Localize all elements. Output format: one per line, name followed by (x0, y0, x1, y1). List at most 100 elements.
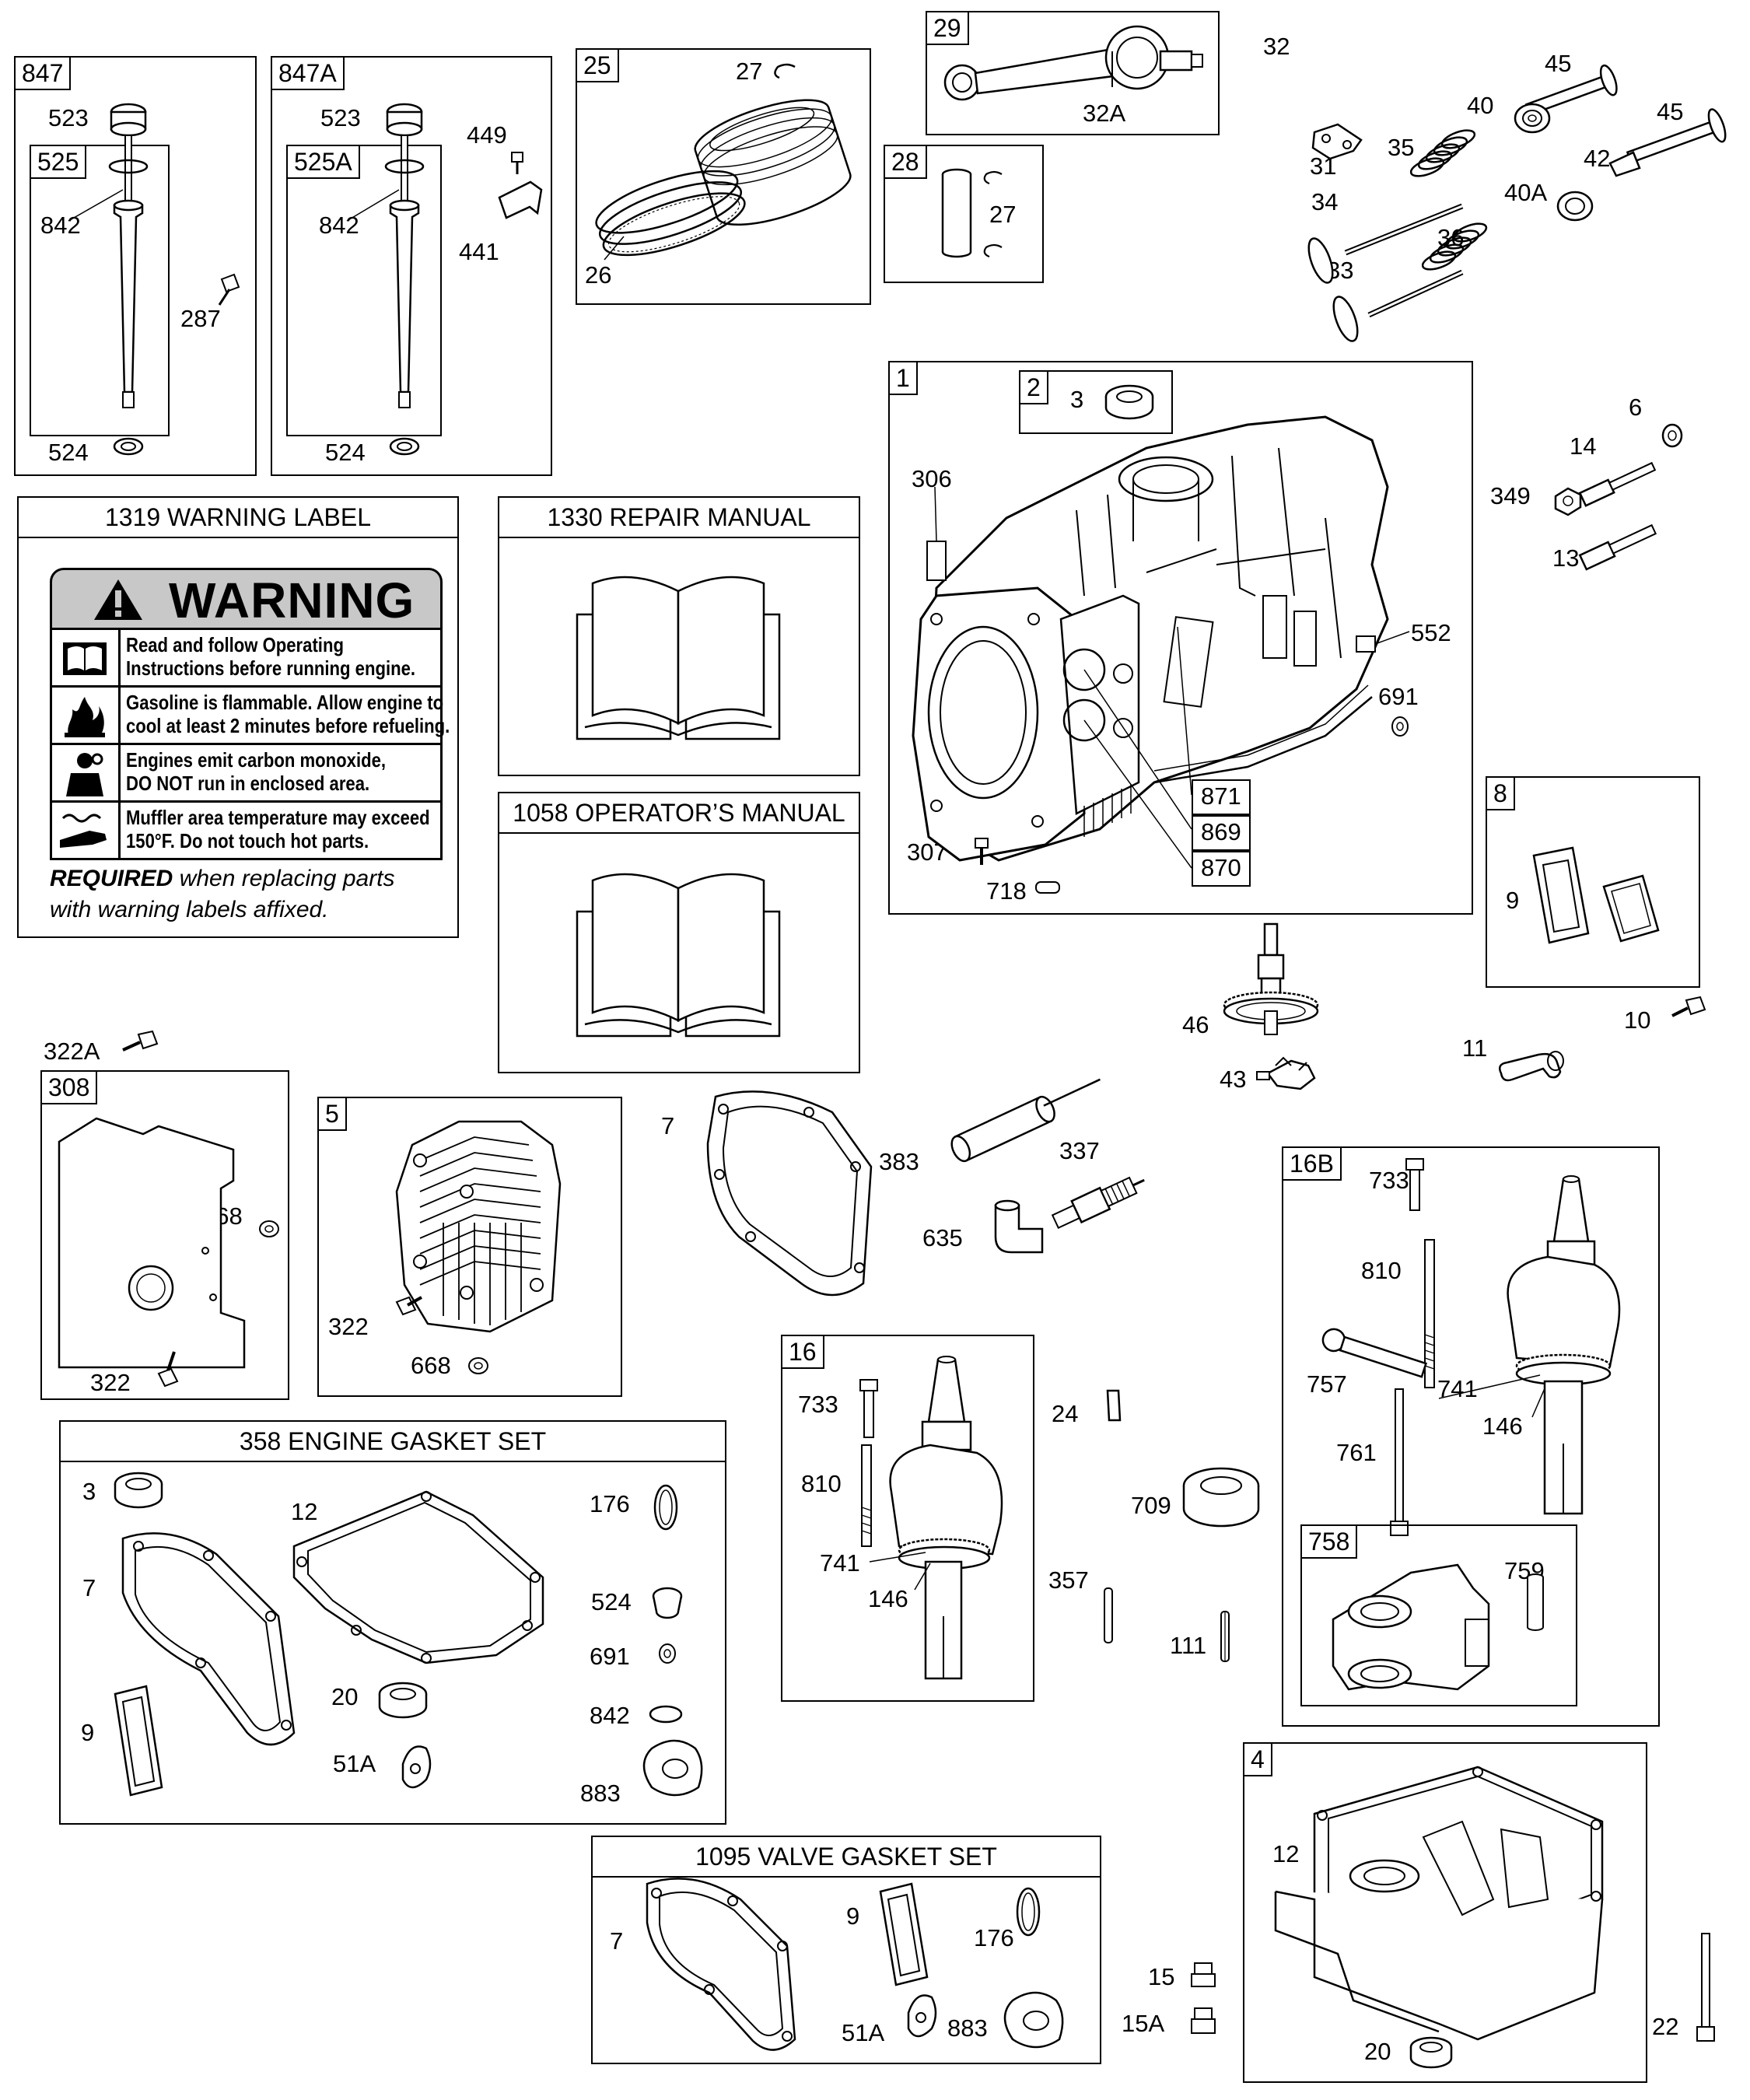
box-tag: 1 (888, 361, 918, 395)
box-tag: 8 (1486, 776, 1515, 810)
part-label-26: 26 (585, 261, 612, 289)
part-label-842: 842 (40, 212, 81, 239)
box-8: 8 9 (1486, 776, 1700, 988)
warning-text: Engines emit carbon monoxide,DO NOT run … (126, 748, 387, 795)
part-label-43: 43 (1220, 1066, 1247, 1093)
camshaft-art (1223, 922, 1319, 1090)
shield-plate-art (58, 1117, 279, 1388)
box-525: 525 (30, 145, 170, 436)
dipstick-art (346, 103, 543, 456)
part-label-718: 718 (986, 877, 1027, 905)
part-label-810: 810 (1361, 1257, 1402, 1284)
part-label-733: 733 (798, 1391, 838, 1418)
cylinder-head-art (395, 1120, 562, 1374)
box-1319-warning-label: 1319 WARNING LABEL WARNING Read and foll… (17, 496, 459, 938)
part-label-635: 635 (922, 1224, 963, 1251)
bolt-22-art (1696, 1933, 1715, 2042)
breather-hardware-art (1554, 423, 1683, 571)
part-label-27: 27 (989, 201, 1017, 228)
part-label-12: 12 (291, 1498, 318, 1525)
part-label-111: 111 (1170, 1632, 1207, 1659)
box-1330-repair-manual: 1330 REPAIR MANUAL (498, 496, 860, 776)
part-label-15: 15 (1148, 1963, 1175, 1990)
box-4: 4 12 20 (1243, 1742, 1647, 2083)
part-label-24: 24 (1052, 1400, 1079, 1427)
box-tag: 525A (286, 145, 360, 179)
callout-870: 870 (1192, 851, 1251, 887)
part-label-306: 306 (912, 465, 952, 492)
box-tag: 28 (884, 145, 927, 179)
part-label-32: 32 (1263, 33, 1290, 60)
box-2: 2 3 (1019, 370, 1173, 434)
part-label-883: 883 (947, 2014, 988, 2042)
box-tag: 308 (40, 1070, 98, 1104)
part-label-691: 691 (1378, 683, 1419, 710)
box-28: 28 27 (884, 145, 1044, 283)
part-label-9: 9 (846, 1902, 860, 1930)
box-5: 5 322 668 (317, 1097, 622, 1397)
part-label-14: 14 (1570, 432, 1597, 460)
box-16b: 16B 733 810 757 741 146 761 (1282, 1146, 1660, 1727)
part-label-668: 668 (411, 1352, 451, 1379)
box-16: 16 733 810 741 146 (781, 1335, 1034, 1702)
box-847: 847 525 523 842 287 524 (14, 56, 257, 476)
part-label-51a: 51A (333, 1750, 376, 1777)
box-525a: 525A (286, 145, 442, 436)
part-label-146: 146 (868, 1585, 908, 1612)
part-label-15a: 15A (1122, 2010, 1165, 2037)
part-label-523: 523 (48, 104, 89, 131)
part-label-322: 322 (328, 1313, 369, 1340)
screw-10-art (1671, 996, 1706, 1017)
box-title: 1058 OPERATOR’S MANUAL (499, 793, 859, 834)
box-1058-operators-manual: 1058 OPERATOR’S MANUAL (498, 792, 860, 1073)
part-label-45: 45 (1657, 98, 1684, 125)
part-label-383: 383 (879, 1148, 919, 1175)
part-label-337: 337 (1059, 1137, 1100, 1164)
part-label-757: 757 (1307, 1370, 1347, 1398)
part-label-842: 842 (590, 1702, 630, 1729)
box-title: 1095 VALVE GASKET SET (593, 1837, 1100, 1878)
box-358-engine-gasket-set: 358 ENGINE GASKET SET 3 12 176 7 524 691… (59, 1420, 726, 1825)
tube-11-art (1499, 1051, 1564, 1082)
manual-icon (52, 630, 121, 685)
part-label-3: 3 (1070, 386, 1084, 413)
part-label-322: 322 (90, 1369, 131, 1396)
connecting-rod-art (943, 25, 1203, 101)
warning-row-co: Engines emit carbon monoxide,DO NOT run … (50, 745, 443, 803)
box-1095-valve-gasket-set: 1095 VALVE GASKET SET 7 9 176 51A 883 (591, 1836, 1101, 2064)
hot-surface-icon (52, 803, 121, 858)
part-label-810: 810 (801, 1470, 842, 1497)
part-label-449: 449 (467, 121, 507, 149)
box-title: 1330 REPAIR MANUAL (499, 498, 859, 538)
part-label-12: 12 (1272, 1840, 1300, 1867)
part-label-34: 34 (1311, 188, 1339, 215)
sump-art (1274, 1766, 1604, 2069)
box-847a: 847A 525A 523 842 449 441 524 (271, 56, 552, 476)
part-label-46: 46 (1182, 1011, 1209, 1038)
box-title: 358 ENGINE GASKET SET (61, 1422, 725, 1462)
box-758: 758 759 (1300, 1524, 1577, 1706)
piston-pin-art (941, 168, 1003, 258)
part-label-32a: 32A (1083, 100, 1126, 127)
part-label-35: 35 (1388, 134, 1415, 161)
part-label-6: 6 (1629, 394, 1643, 421)
part-label-9: 9 (1506, 887, 1520, 914)
crankshaft-16-art (859, 1356, 1003, 1680)
part-label-176: 176 (590, 1490, 630, 1517)
part-label-524: 524 (591, 1588, 632, 1615)
seal-art (1104, 384, 1154, 420)
box-tag: 25 (576, 48, 619, 82)
part-label-524: 524 (48, 439, 89, 466)
box-title: 1319 WARNING LABEL (19, 498, 457, 538)
fire-icon (52, 688, 121, 743)
part-label-146: 146 (1482, 1412, 1523, 1440)
part-label-10: 10 (1624, 1006, 1651, 1034)
part-label-3: 3 (82, 1478, 96, 1505)
part-label-441: 441 (459, 238, 499, 265)
part-label-40a: 40A (1504, 179, 1548, 206)
